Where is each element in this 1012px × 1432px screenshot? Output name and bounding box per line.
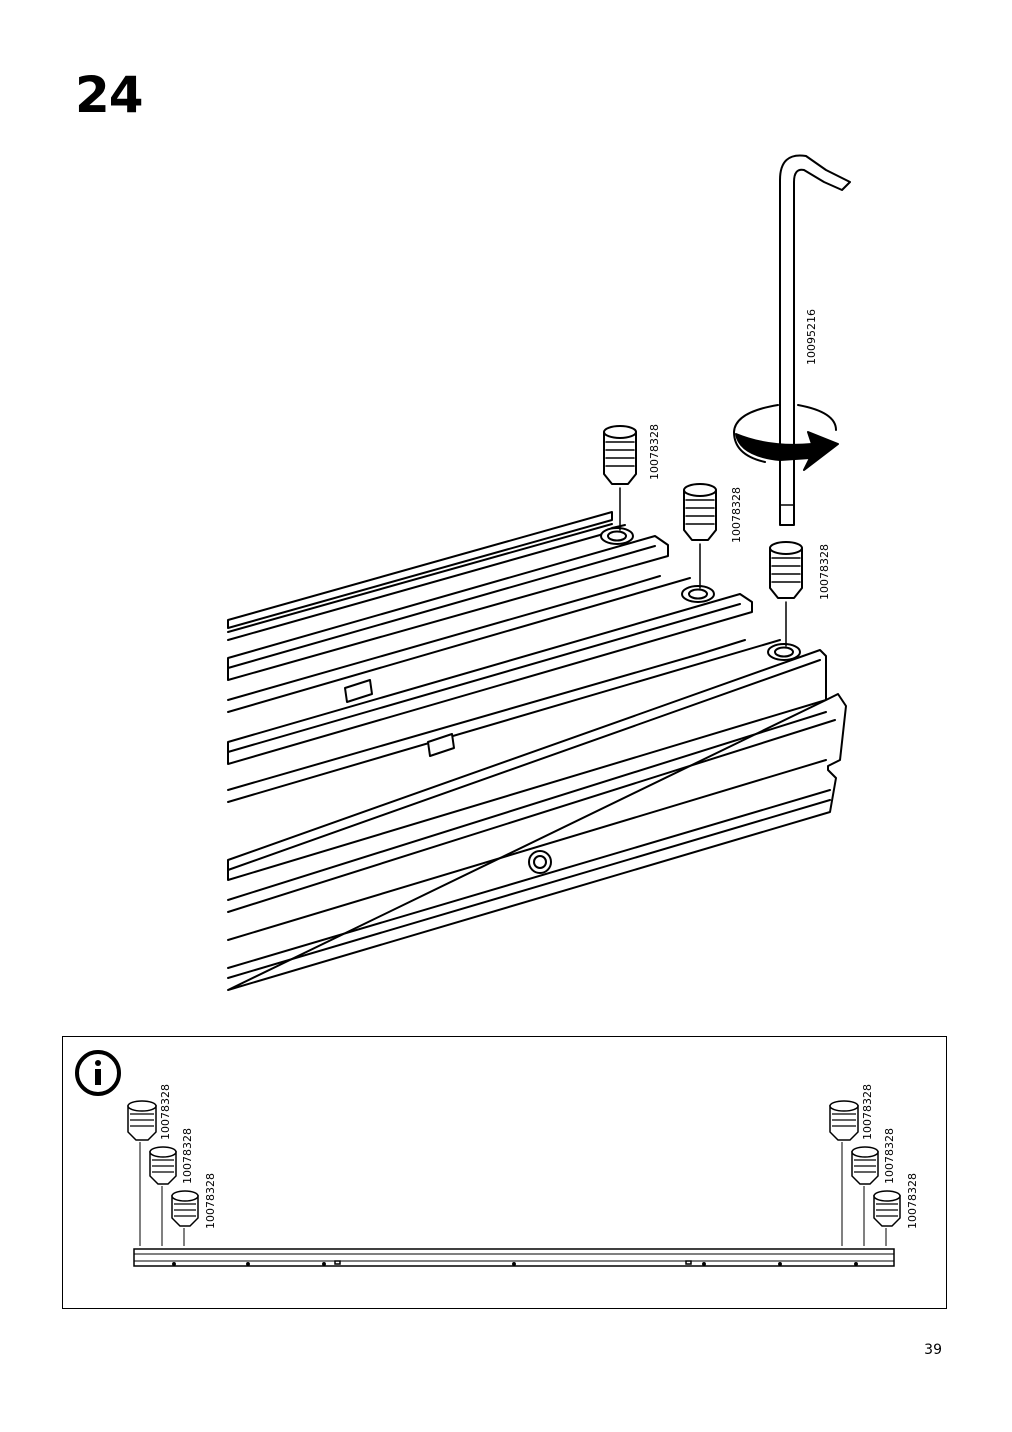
set-screw-code-1: 10078328 (648, 424, 661, 480)
info-screws-left (127, 1100, 199, 1246)
info-screw-code-right-3: 10078328 (906, 1173, 919, 1229)
info-box: 10078328 10078328 10078328 10078328 1007… (62, 1036, 947, 1309)
rotation-arrow (733, 404, 839, 471)
set-screw-code-2: 10078328 (730, 487, 743, 543)
info-screw-code-left-2: 10078328 (181, 1128, 194, 1184)
page-number: 39 (924, 1342, 942, 1358)
info-screw-code-left-3: 10078328 (204, 1173, 217, 1229)
assembly-illustration: 10095216 10078328 10078328 10078328 (227, 154, 851, 991)
rail-bars (227, 511, 847, 991)
set-screw-1 (603, 425, 637, 531)
info-screw-code-right-1: 10078328 (861, 1084, 874, 1140)
info-screws-right (829, 1100, 901, 1246)
step-number: 24 (75, 66, 144, 124)
set-screw-2 (683, 483, 717, 589)
info-screw-code-right-2: 10078328 (883, 1128, 896, 1184)
set-screw-3 (769, 541, 803, 647)
allen-key-code: 10095216 (805, 309, 818, 365)
allen-key (779, 154, 851, 526)
set-screw-code-3: 10078328 (818, 544, 831, 600)
info-screw-code-left-1: 10078328 (159, 1084, 172, 1140)
info-rail (133, 1248, 895, 1267)
info-icon (75, 1050, 121, 1096)
